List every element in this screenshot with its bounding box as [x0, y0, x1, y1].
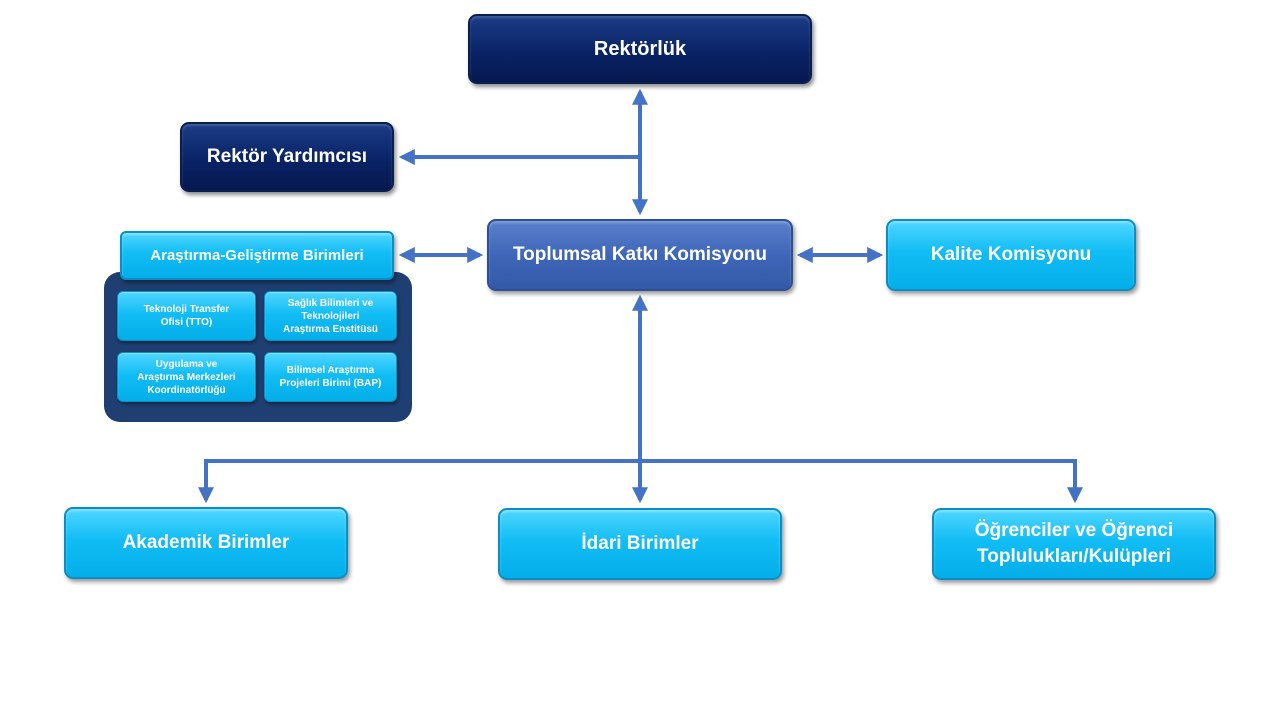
idari-box: İdari Birimler: [498, 508, 782, 580]
tto-label-line2: Ofisi (TTO): [160, 317, 213, 328]
toplumsal-katki-label: Toplumsal Katkı Komisyonu: [512, 244, 768, 265]
rektorluk-box: Rektörlük: [468, 14, 812, 84]
saglik-label-line2: Teknolojileri: [301, 310, 360, 322]
ogrenciler-label-line1: Öğrenciler ve Öğrenci: [974, 520, 1174, 541]
ogrenciler-label-line2: Toplulukları/Kulüpleri: [977, 546, 1171, 567]
uygulama-label-line1: Uygulama ve: [155, 358, 218, 370]
uygulama-label-line2: Araştırma Merkezleri: [137, 371, 236, 383]
akademik-box: Akademik Birimler: [64, 507, 348, 579]
rektor-yardimcisi-label: Rektör Yardımcısı: [206, 146, 368, 167]
bap-box: Bilimsel Araştırma Projeleri Birimi (BAP…: [264, 352, 397, 402]
kalite-box: Kalite Komisyonu: [886, 219, 1136, 291]
arge-label: Araştırma-Geliştirme Birimleri: [150, 247, 364, 264]
arge-box: Araştırma-Geliştirme Birimleri: [120, 231, 394, 280]
saglik-label-line1: Sağlık Bilimleri ve: [287, 297, 374, 309]
toplumsal-katki-box: Toplumsal Katkı Komisyonu: [487, 219, 793, 291]
uygulama-label-line3: Koordinatörlüğü: [147, 384, 226, 396]
uygulama-box: Uygulama ve Araştırma Merkezleri Koordin…: [117, 352, 256, 402]
tto-box: Teknoloji Transfer Ofisi (TTO): [117, 291, 256, 341]
kalite-label: Kalite Komisyonu: [930, 244, 1092, 265]
bap-label-line1: Bilimsel Araştırma: [286, 365, 375, 376]
saglik-label-line3: Araştırma Enstitüsü: [282, 323, 379, 335]
bap-label-line2: Projeleri Birimi (BAP): [279, 378, 382, 389]
akademik-label: Akademik Birimler: [122, 532, 290, 553]
ogrenciler-box: Öğrenciler ve Öğrenci Toplulukları/Kulüp…: [932, 508, 1216, 580]
saglik-box: Sağlık Bilimleri ve Teknolojileri Araştı…: [264, 291, 397, 341]
idari-label: İdari Birimler: [581, 533, 699, 554]
rektorluk-label: Rektörlük: [593, 37, 687, 60]
rektor-yardimcisi-box: Rektör Yardımcısı: [180, 122, 394, 192]
tto-label-line1: Teknoloji Transfer: [143, 304, 230, 315]
